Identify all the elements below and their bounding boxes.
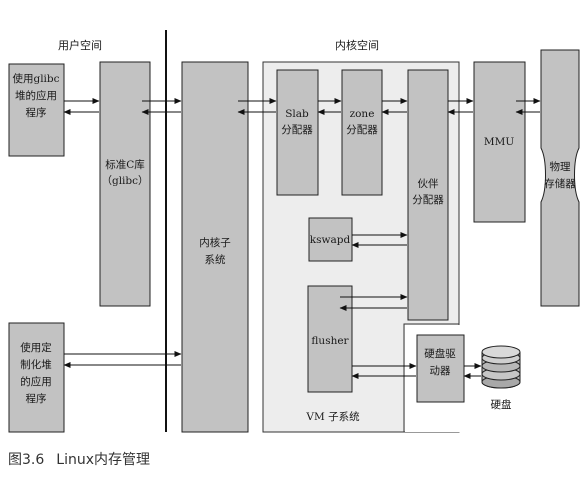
phys-mem-label-1: 物理 [550, 160, 571, 173]
app-custom-label-1: 使用定 [20, 341, 52, 354]
app-glibc-label-1: 使用glibc [12, 72, 59, 85]
libc-node: 标准C库 （glibc） [99, 61, 151, 307]
libc-label-1: 标准C库 [105, 158, 145, 171]
kswapd-label: kswapd [310, 234, 351, 246]
flusher-label: flusher [311, 335, 349, 347]
zone-allocator-node: zone 分配器 [341, 69, 383, 196]
app-glibc-label-3: 程序 [26, 106, 47, 119]
figure-number: 图3.6 [8, 452, 45, 468]
figure-title: Linux内存管理 [56, 452, 150, 468]
app-custom-node: 使用定 制化堆 的应用 程序 [8, 322, 65, 433]
vm-subsystem-label: VM 子系统 [305, 410, 360, 423]
buddy-label-2: 分配器 [412, 194, 444, 206]
app-glibc-node: 使用glibc 堆的应用 程序 [8, 63, 65, 157]
phys-mem-label-2: 存储器 [544, 177, 576, 190]
mmu-label: MMU [484, 136, 515, 148]
physical-memory-node: 物理 存储器 [540, 49, 580, 307]
kernel-space-header: 内核空间 [335, 38, 379, 52]
user-space-header: 用户空间 [58, 38, 102, 52]
app-custom-label-3: 的应用 [20, 375, 52, 388]
kswapd-node: kswapd [308, 217, 353, 262]
kernel-subsystem-node: 内核子 系统 [181, 61, 249, 433]
libc-label-2: （glibc） [101, 175, 148, 187]
zone-label-1: zone [350, 108, 375, 120]
figure-caption: 图3.6 Linux内存管理 [8, 449, 150, 469]
buddy-label-1: 伙伴 [418, 177, 439, 190]
mmu-node: MMU [473, 61, 526, 223]
slab-label-1: Slab [285, 108, 309, 120]
connectors [63, 98, 541, 379]
zone-label-2: 分配器 [346, 124, 378, 136]
disk-label: 硬盘 [491, 398, 512, 411]
slab-label-2: 分配器 [281, 124, 313, 136]
buddy-allocator-node: 伙伴 分配器 [407, 69, 449, 321]
vm-region-notch [403, 323, 459, 432]
disk-driver-label-2: 动器 [430, 365, 451, 377]
app-custom-label-4: 程序 [26, 392, 47, 405]
kernel-sub-label-2: 系统 [205, 253, 226, 266]
disk-driver-label-1: 硬盘驱 [424, 347, 456, 360]
disk-icon [481, 345, 521, 389]
linux-memory-diagram: 用户空间 内核空间 VM 子系统 使用glibc 堆的应用 程序 标准C库 （g… [8, 30, 580, 433]
slab-allocator-node: Slab 分配器 [276, 69, 319, 196]
kernel-sub-label-1: 内核子 [199, 236, 231, 249]
app-glibc-label-2: 堆的应用 [15, 89, 57, 102]
app-custom-label-2: 制化堆 [20, 358, 52, 371]
flusher-node: flusher [307, 285, 353, 393]
disk-driver-node: 硬盘驱 动器 [416, 334, 465, 403]
